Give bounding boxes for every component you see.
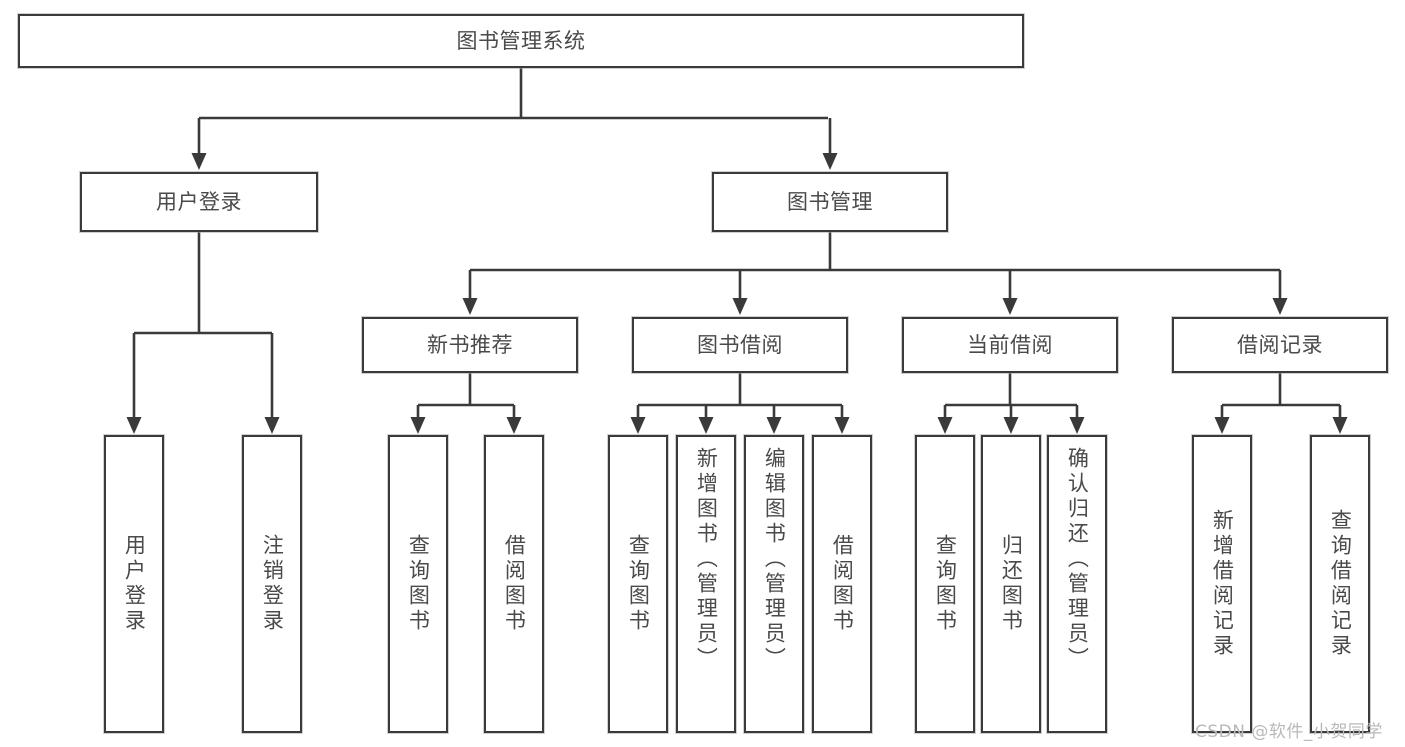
node-leaf-query-book-2[interactable]: 查询图书 <box>608 435 668 733</box>
arrowhead-icon <box>630 417 646 434</box>
node-label-leaf-edit-book: 编辑图书（管理员） <box>762 447 787 672</box>
arrowhead-icon <box>698 417 714 434</box>
arrowhead-icon <box>1214 417 1230 434</box>
node-label-leaf-borrow-book-2: 借阅图书 <box>830 534 855 634</box>
node-label-book-manage: 图书管理 <box>787 189 873 214</box>
node-leaf-add-book[interactable]: 新增图书（管理员） <box>676 435 736 733</box>
arrowhead-icon <box>1272 298 1288 315</box>
node-label-leaf-return-book: 归还图书 <box>999 534 1024 634</box>
node-label-leaf-user-login: 用户登录 <box>122 534 147 634</box>
node-label-borrow-record: 借阅记录 <box>1237 332 1323 357</box>
node-label-leaf-logout-login: 注销登录 <box>260 534 285 634</box>
arrowhead-icon <box>264 417 280 434</box>
arrowhead-icon <box>506 417 522 434</box>
node-book-borrow[interactable]: 图书借阅 <box>632 317 848 373</box>
node-leaf-edit-book[interactable]: 编辑图书（管理员） <box>744 435 804 733</box>
node-label-root: 图书管理系统 <box>456 28 586 53</box>
node-label-leaf-query-borrow-record: 查询借阅记录 <box>1328 509 1353 659</box>
node-leaf-confirm-return[interactable]: 确认归还（管理员） <box>1047 435 1107 733</box>
node-leaf-borrow-book-2[interactable]: 借阅图书 <box>812 435 872 733</box>
arrowhead-icon <box>822 153 838 170</box>
node-label-user-login: 用户登录 <box>156 189 242 214</box>
arrowhead-icon <box>191 153 207 170</box>
node-book-manage[interactable]: 图书管理 <box>712 172 948 232</box>
node-label-new-book-recommend: 新书推荐 <box>427 332 513 357</box>
node-leaf-add-borrow-record[interactable]: 新增借阅记录 <box>1192 435 1252 733</box>
node-leaf-user-login[interactable]: 用户登录 <box>104 435 164 733</box>
arrowhead-icon <box>732 298 748 315</box>
node-label-leaf-query-book-1: 查询图书 <box>406 534 431 634</box>
node-label-book-borrow: 图书借阅 <box>697 332 783 357</box>
arrowhead-icon <box>126 417 142 434</box>
node-root[interactable]: 图书管理系统 <box>18 14 1024 68</box>
node-label-leaf-query-book-2: 查询图书 <box>626 534 651 634</box>
node-user-login[interactable]: 用户登录 <box>80 172 318 232</box>
node-leaf-query-book-1[interactable]: 查询图书 <box>388 435 448 733</box>
node-borrow-record[interactable]: 借阅记录 <box>1172 317 1388 373</box>
node-label-leaf-query-book-3: 查询图书 <box>933 534 958 634</box>
node-leaf-borrow-book-1[interactable]: 借阅图书 <box>484 435 544 733</box>
arrowhead-icon <box>410 417 426 434</box>
node-label-leaf-add-book: 新增图书（管理员） <box>694 447 719 672</box>
node-leaf-logout-login[interactable]: 注销登录 <box>242 435 302 733</box>
arrowhead-icon <box>834 417 850 434</box>
arrowhead-icon <box>766 417 782 434</box>
arrowhead-icon <box>1069 417 1085 434</box>
arrowhead-icon <box>1003 417 1019 434</box>
node-label-leaf-add-borrow-record: 新增借阅记录 <box>1210 509 1235 659</box>
arrowhead-icon <box>1002 298 1018 315</box>
arrowhead-icon <box>462 298 478 315</box>
node-leaf-query-book-3[interactable]: 查询图书 <box>915 435 975 733</box>
node-label-current-borrow: 当前借阅 <box>967 332 1053 357</box>
node-label-leaf-confirm-return: 确认归还（管理员） <box>1065 447 1090 672</box>
node-label-leaf-borrow-book-1: 借阅图书 <box>502 534 527 634</box>
node-leaf-query-borrow-record[interactable]: 查询借阅记录 <box>1310 435 1370 733</box>
node-new-book-recommend[interactable]: 新书推荐 <box>362 317 578 373</box>
node-current-borrow[interactable]: 当前借阅 <box>902 317 1118 373</box>
csdn-watermark: CSDN @软件_小贺同学 <box>1195 722 1383 742</box>
node-leaf-return-book[interactable]: 归还图书 <box>981 435 1041 733</box>
arrowhead-icon <box>937 417 953 434</box>
arrowhead-icon <box>1332 417 1348 434</box>
